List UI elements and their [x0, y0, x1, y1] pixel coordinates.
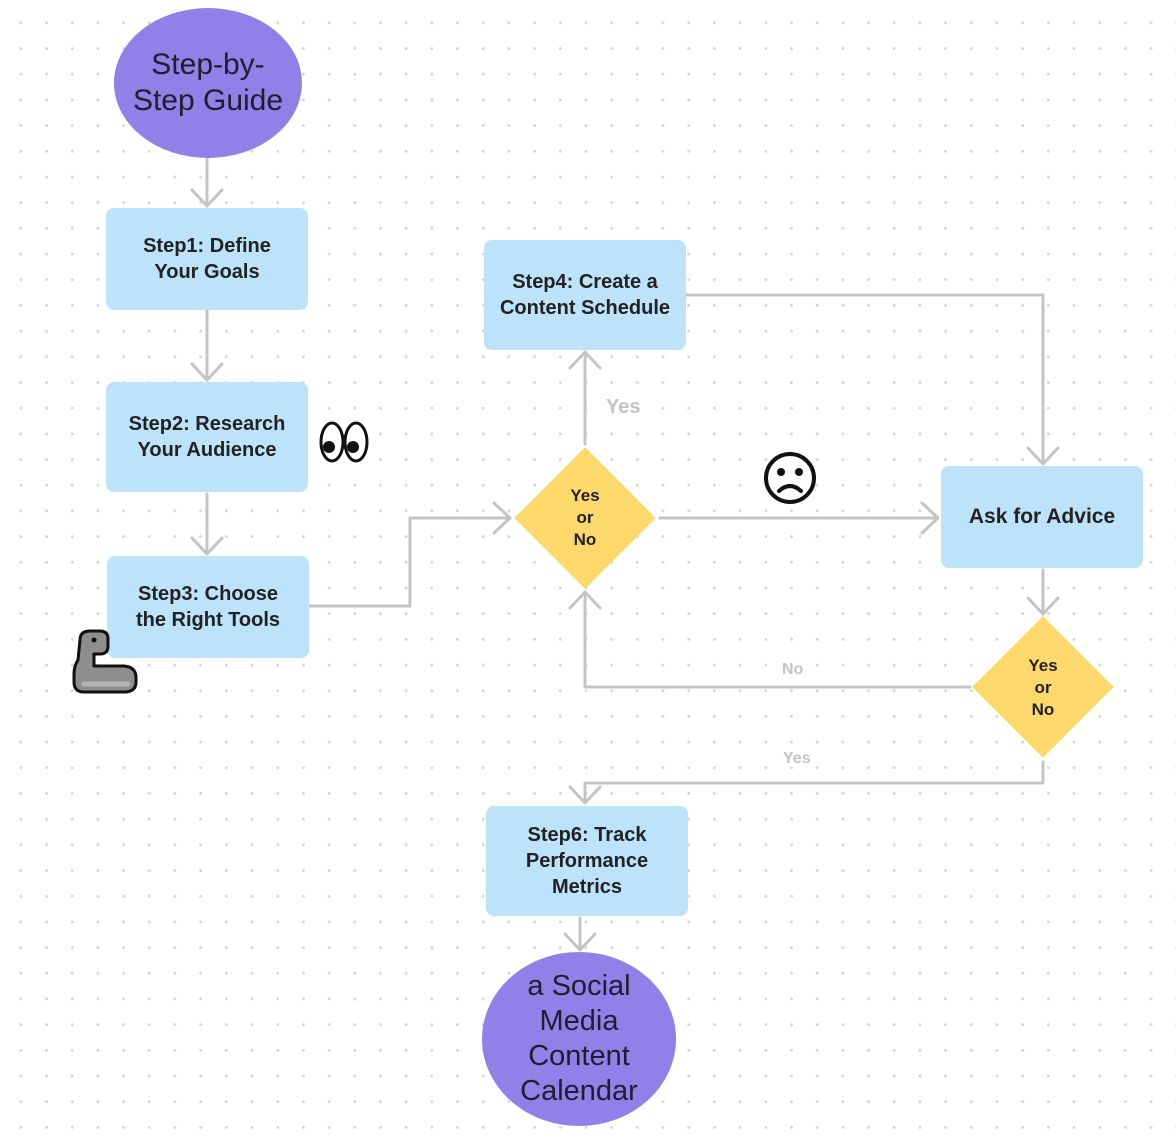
step1-label: Step1: Define Your Goals — [143, 235, 271, 283]
edge-label-yes-down: Yes — [783, 750, 811, 767]
step2-label: Step2: Research Your Audience — [128, 413, 286, 461]
edge-label-no-back: No — [782, 661, 804, 678]
connector-step1-step2 — [190, 308, 224, 382]
step6-box[interactable]: Step6: Track Performance Metrics — [486, 806, 688, 916]
connector-decision1-advice — [658, 501, 940, 535]
step3-label: Step3: Choose the Right Tools — [135, 583, 281, 631]
frowning-face-icon — [764, 452, 816, 504]
end-terminal-label: a Social Media Content Calendar — [520, 970, 638, 1107]
ask-for-advice-box[interactable]: Ask for Advice — [941, 466, 1143, 568]
start-terminal[interactable]: Step-by-Step Guide — [114, 8, 302, 158]
step6-label: Step6: Track Performance Metrics — [525, 824, 649, 898]
connector-step4-advice — [685, 293, 1060, 466]
connector-step2-step3 — [190, 492, 224, 556]
decision2-label: Yes or No — [1028, 656, 1058, 719]
connector-decision2-decision1 — [568, 590, 972, 689]
eyes-icon — [319, 421, 369, 463]
step3-box[interactable]: Step3: Choose the Right Tools — [107, 556, 309, 658]
start-terminal-label: Step-by-Step Guide — [132, 48, 284, 117]
end-terminal[interactable]: a Social Media Content Calendar — [482, 952, 676, 1126]
connector-decision1-step4 — [568, 350, 602, 446]
step2-box[interactable]: Step2: Research Your Audience — [106, 382, 308, 492]
connector-advice-decision2 — [1026, 568, 1060, 616]
ask-for-advice-label: Ask for Advice — [968, 505, 1116, 528]
decision1-label: Yes or No — [570, 486, 600, 549]
connector-start-step1 — [190, 156, 224, 208]
connector-step3-decision1 — [308, 501, 512, 608]
connector-step6-end — [563, 916, 597, 952]
edge-label-yes-up: Yes — [606, 396, 641, 418]
flexed-biceps-icon — [72, 629, 138, 694]
step4-label: Step4: Create a Content Schedule — [499, 271, 670, 319]
connector-decision2-step6 — [568, 760, 1045, 805]
step1-box[interactable]: Step1: Define Your Goals — [106, 208, 308, 310]
step4-box[interactable]: Step4: Create a Content Schedule — [484, 240, 686, 350]
